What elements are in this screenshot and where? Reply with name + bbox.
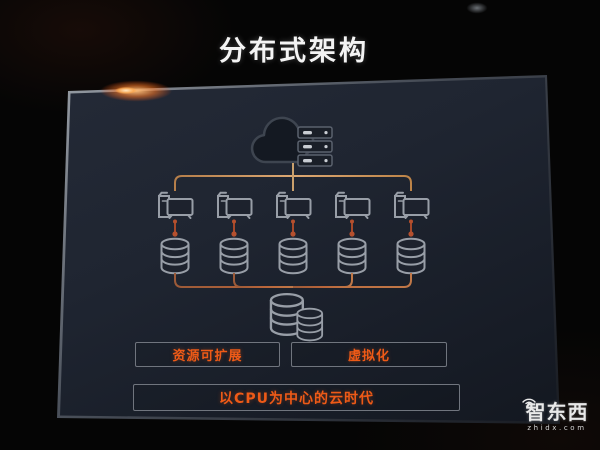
- cloud-bus-connector: [174, 163, 412, 191]
- pc-node-4: [335, 191, 371, 219]
- database-node-5: [396, 237, 426, 275]
- database-node-4: [337, 237, 367, 275]
- pc-node-5: [394, 191, 430, 219]
- pc-node-2: [217, 191, 253, 219]
- watermark-logo: 智东西 zhidx.com: [516, 401, 598, 432]
- tag-scalable-resources: 资源可扩展: [135, 342, 280, 367]
- tag-virtualization: 虚拟化: [291, 342, 447, 367]
- background-light-speck: [462, 0, 492, 16]
- watermark-name: 智东西: [525, 400, 589, 424]
- watermark-domain: zhidx.com: [527, 424, 587, 432]
- orange-glare-core: [112, 86, 140, 95]
- server-stack-icon: [297, 126, 333, 167]
- database-node-3: [278, 237, 308, 275]
- pc-node-3: [276, 191, 312, 219]
- central-database-icon: [269, 292, 324, 342]
- database-node-2: [219, 237, 249, 275]
- pc-node-1: [158, 191, 194, 219]
- banner-cpu-centric-cloud-era: 以CPU为中心的云时代: [133, 384, 460, 411]
- slide-title: 分布式架构: [219, 36, 369, 67]
- db-aggregation-connector: [174, 273, 412, 294]
- wifi-arcs-icon: [522, 398, 536, 404]
- pc-db-arrow-connectors: [172, 219, 414, 237]
- database-node-1: [160, 237, 190, 275]
